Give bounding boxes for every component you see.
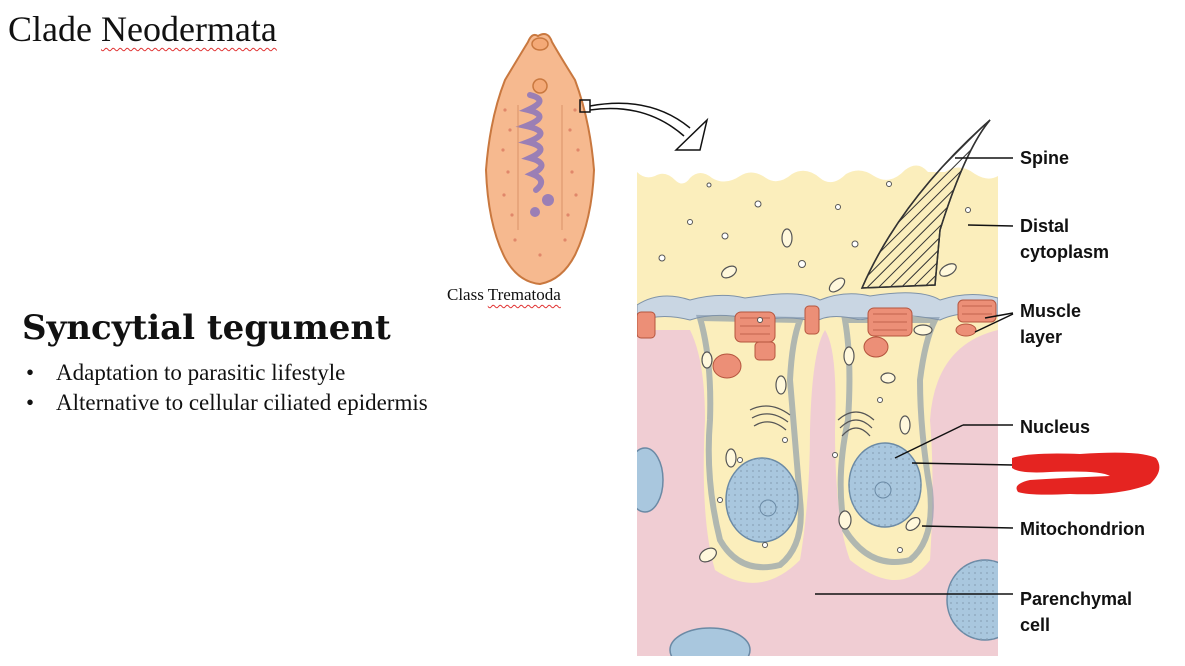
label-spine: Spine	[1020, 148, 1069, 168]
bullet-item: Alternative to cellular ciliated epiderm…	[22, 388, 428, 418]
label-distal-line1: Distal	[1020, 216, 1069, 236]
label-parenchymal-line2: cell	[1020, 615, 1050, 635]
title-word: Neodermata	[100, 9, 277, 49]
label-muscle-line2: layer	[1020, 327, 1062, 347]
slide-title: Clade Neodermata	[8, 8, 277, 50]
label-parenchymal-line1: Parenchymal	[1020, 589, 1132, 609]
section-heading: Syncytial tegument	[22, 308, 391, 348]
caption-word: Trematoda	[487, 285, 561, 304]
label-mitochondrion: Mitochondrion	[1020, 519, 1145, 539]
zoom-arrow	[589, 102, 709, 151]
leader-lines	[815, 157, 1014, 595]
fluke-caption: Class Trematoda	[447, 285, 561, 305]
label-muscle-line1: Muscle	[1020, 301, 1081, 321]
title-prefix: Clade	[8, 9, 101, 49]
label-nucleus: Nucleus	[1020, 417, 1090, 437]
label-distal-line2: cytoplasm	[1020, 242, 1109, 262]
fluke-illustration	[484, 33, 596, 286]
tegument-block	[637, 165, 998, 657]
bullet-item: Adaptation to parasitic lifestyle	[22, 358, 428, 388]
redaction-mark	[1012, 452, 1160, 495]
caption-prefix: Class	[447, 285, 488, 304]
bullet-list: Adaptation to parasitic lifestyle Altern…	[22, 358, 428, 418]
